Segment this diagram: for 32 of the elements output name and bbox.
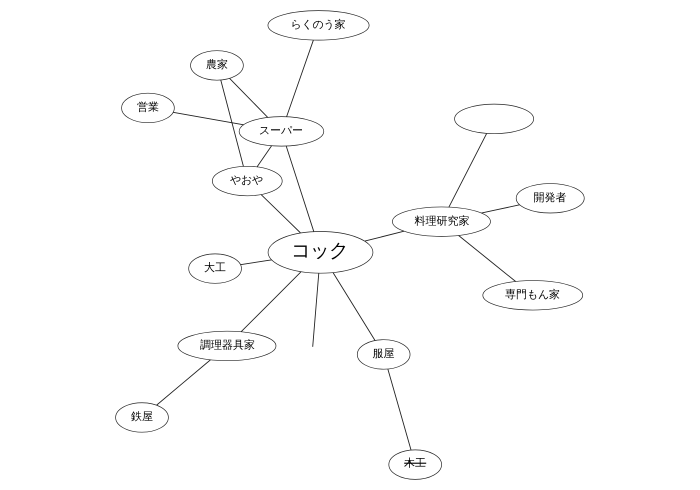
connector [240,272,302,332]
connector [240,259,272,266]
node-ellipse: スーパー [238,116,324,146]
connector [332,272,376,342]
connector [256,145,272,168]
node-ellipse: らくのう家 [268,10,370,40]
node-ellipse: コック [268,231,374,274]
node-ellipse: 料理研究家 [392,206,491,237]
node-ellipse: 調理器具家 [178,330,276,362]
node-ellipse: 農家 [190,50,244,81]
node-ellipse: 服屋 [356,339,410,370]
connector [286,40,314,118]
node-ellipse: 専門もん家 [482,280,584,310]
connector [220,80,244,167]
connector [172,112,244,126]
node-ellipse: 開発者 [516,183,585,214]
connector [480,204,520,214]
node-ellipse: 木工 [388,450,442,480]
connector [260,194,301,234]
node-ellipse: 鉄屋 [115,402,169,433]
node-ellipse: 大工 [188,254,242,284]
node-ellipse: やおや [212,166,283,196]
connector [364,230,404,242]
connector [229,78,268,118]
connector [312,272,320,348]
connector [387,368,412,451]
connector [458,235,516,282]
connector [286,146,314,232]
node-ellipse [454,104,534,134]
connector [448,133,487,208]
connector [156,359,212,406]
node-ellipse: 営業 [121,92,175,124]
